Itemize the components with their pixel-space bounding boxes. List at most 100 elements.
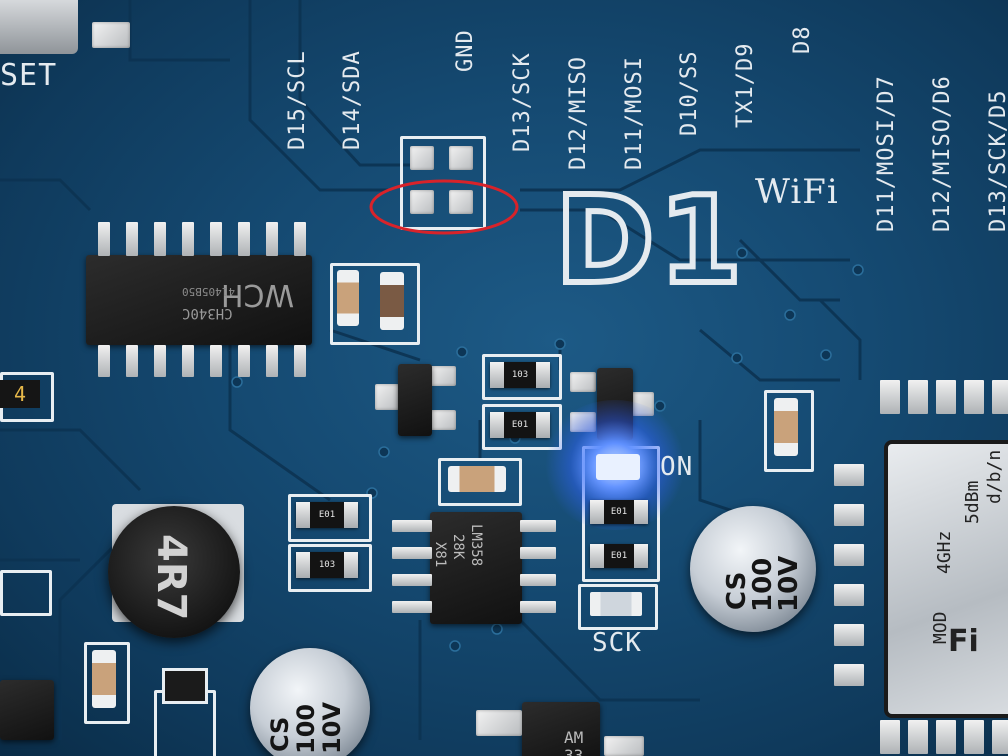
smd-resistor: E01 xyxy=(590,544,648,568)
regulator-line1: LM358 xyxy=(468,524,484,567)
partial-component-frame xyxy=(0,570,52,616)
component-pin xyxy=(520,547,556,559)
pin-label-d11-mosi-d7: D11/MOSI/D7 xyxy=(874,75,899,232)
component-pin xyxy=(392,574,432,586)
pin-label-gnd: GND xyxy=(453,29,478,72)
component-pin xyxy=(520,601,556,613)
pin-label-d12-miso-d6: D12/MISO/D6 xyxy=(930,75,955,232)
smd-capacitor xyxy=(92,650,116,708)
component-pin xyxy=(154,345,166,377)
component-pin xyxy=(834,544,864,566)
resistor-frame xyxy=(84,642,130,724)
component-pin xyxy=(266,222,278,256)
component-pin xyxy=(834,584,864,606)
transistor-pad xyxy=(430,410,456,430)
resistor-code: E01 xyxy=(610,507,628,517)
pin-label-d14-sda: D14/SDA xyxy=(340,50,365,150)
smd-resistor: E01 xyxy=(296,502,358,528)
wifi-module-shield: d/b/n 5dBm 4GHz MOD Fi xyxy=(888,444,1008,714)
electrolytic-capacitor: CS 100 10V xyxy=(690,506,816,632)
component-pin xyxy=(392,520,432,532)
resistor-frame xyxy=(288,544,372,592)
smd-resistor: 103 xyxy=(296,552,358,578)
capacitor-line1: CS xyxy=(266,716,294,752)
component-pin xyxy=(154,222,166,256)
header-pad xyxy=(449,146,473,170)
header-pad xyxy=(410,146,434,170)
resistor-code: E01 xyxy=(318,510,336,520)
smd-capacitor xyxy=(448,466,506,492)
component-pin xyxy=(182,345,194,377)
partial-component: 4 xyxy=(0,380,40,408)
resistor-code: 103 xyxy=(511,370,529,380)
component-pin xyxy=(880,380,900,414)
smd-resistor: E01 xyxy=(590,500,648,524)
component-pin xyxy=(520,520,556,532)
component-pin xyxy=(992,720,1008,754)
module-text: Fi xyxy=(948,624,979,659)
chip-pad xyxy=(476,710,522,736)
component-pin xyxy=(392,547,432,559)
resistor-code: E01 xyxy=(511,420,529,430)
resistor-code: 103 xyxy=(318,560,336,570)
smd-resistor: 103 xyxy=(490,362,550,388)
bottom-chip-label2: 33 xyxy=(564,746,584,756)
header-pad xyxy=(410,190,434,214)
resistor-frame xyxy=(482,354,562,400)
component-pin xyxy=(936,380,956,414)
inductor: 4R7 xyxy=(108,506,240,638)
module-text: d/b/n xyxy=(984,449,1005,504)
component-pin xyxy=(964,720,984,754)
component-pin xyxy=(834,504,864,526)
pin-label-d15-scl: D15/SCL xyxy=(285,50,310,150)
inductor-label: 4R7 xyxy=(148,534,194,621)
reset-button[interactable] xyxy=(0,0,78,54)
chip-pad xyxy=(604,736,644,756)
pin-label-d11-mosi: D11/MOSI xyxy=(622,56,647,170)
component-pin xyxy=(964,380,984,414)
power-led xyxy=(596,454,640,480)
resistor-frame xyxy=(288,494,372,542)
transistor-bottom-left xyxy=(0,680,54,740)
component-pin xyxy=(392,601,432,613)
chip-model: CH340C xyxy=(182,305,233,321)
component-pin xyxy=(294,222,306,256)
component-pin xyxy=(126,345,138,377)
electrolytic-capacitor: CS 100 10V xyxy=(250,648,370,756)
component-pin xyxy=(880,720,900,754)
component-pin xyxy=(520,574,556,586)
transistor-left xyxy=(398,364,432,436)
voltage-regulator: LM358 28K X81 xyxy=(430,512,522,624)
pin-label-d8: D8 xyxy=(790,25,815,55)
capacitor-frame xyxy=(438,458,522,506)
chip-batch: 41405B50 xyxy=(182,285,235,298)
sck-led xyxy=(590,592,642,616)
wifi-label: WiFi xyxy=(755,172,839,212)
component-pin xyxy=(908,720,928,754)
smd-capacitor xyxy=(774,398,798,456)
component-pin xyxy=(834,464,864,486)
reset-button-pad xyxy=(92,22,130,48)
pin-label-d12-miso: D12/MISO xyxy=(566,56,591,170)
resistor-frame xyxy=(764,390,814,472)
pin-label-d10-ss: D10/SS xyxy=(677,50,702,136)
capacitor-line3: 10V xyxy=(318,702,346,754)
usb-serial-chip: WCH CH340C 41405B50 xyxy=(86,255,312,345)
capacitor-frame xyxy=(330,263,420,345)
smd-capacitor xyxy=(380,272,404,330)
component-pin xyxy=(834,664,864,686)
transistor-pad xyxy=(375,384,399,410)
capacitor-line1: CS xyxy=(722,571,752,610)
resistor-code: E01 xyxy=(610,551,628,561)
component-pin xyxy=(908,380,928,414)
pin-label-d13-sck: D13/SCK xyxy=(510,52,535,152)
component-pin xyxy=(936,720,956,754)
module-text: 4GHz xyxy=(934,530,955,574)
led-sck-label: SCK xyxy=(592,628,642,658)
smd-resistor: E01 xyxy=(490,412,550,438)
bottom-chip: AM 33 xyxy=(522,702,600,756)
diode xyxy=(162,668,208,704)
regulator-line2: 28K xyxy=(450,534,466,560)
component-pin xyxy=(98,222,110,256)
